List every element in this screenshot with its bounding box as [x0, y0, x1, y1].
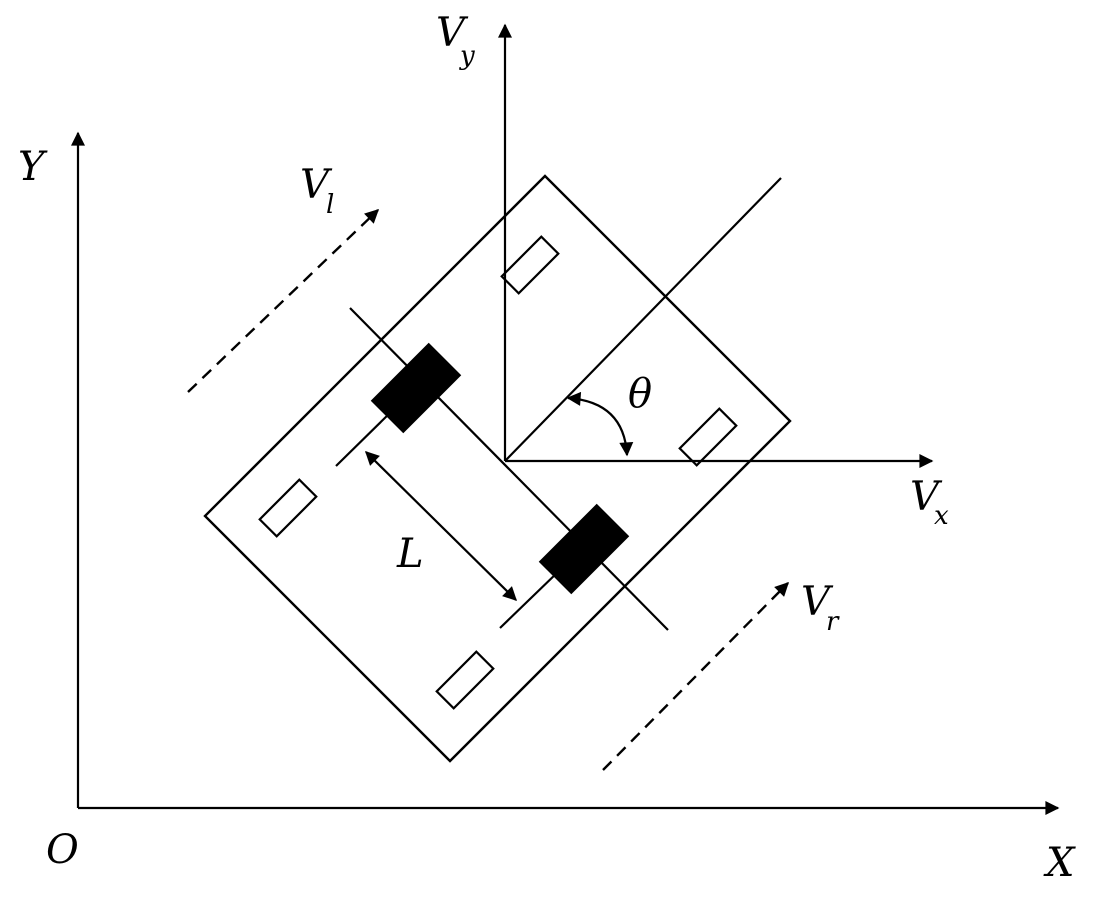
length-label: L	[396, 531, 424, 577]
caster-wheel-bottom	[435, 650, 495, 710]
svg-text:V: V	[910, 474, 943, 520]
svg-text:V: V	[801, 579, 834, 625]
svg-text:r: r	[826, 607, 840, 637]
caster-wheel-right	[678, 407, 738, 467]
svg-text:l: l	[326, 190, 334, 220]
vr-label: V r	[801, 579, 840, 637]
right-wheel-guide	[499, 569, 561, 629]
y-axis-label: Y	[18, 144, 48, 190]
vy-label: V y	[436, 10, 475, 71]
svg-text:x: x	[934, 501, 949, 531]
caster-wheel-top	[500, 235, 560, 295]
origin-label: O	[46, 827, 79, 873]
left-drive-wheel	[370, 342, 462, 434]
heading-line	[504, 177, 782, 462]
left-wheel-guide	[335, 407, 396, 467]
x-axis-label: X	[1043, 840, 1076, 886]
left-velocity-arrow	[187, 209, 380, 393]
robot-body	[203, 174, 792, 763]
right-velocity-arrow	[602, 582, 789, 771]
wheel-axle	[349, 307, 669, 631]
theta-arc	[566, 391, 634, 457]
length-dimension-arrow	[365, 451, 517, 601]
svg-text:y: y	[459, 41, 475, 71]
theta-label: θ	[628, 371, 652, 417]
right-drive-wheel	[538, 503, 630, 595]
svg-text:V: V	[300, 162, 333, 208]
caster-wheel-left	[258, 478, 318, 538]
vl-label: V l	[300, 162, 334, 220]
svg-text:V: V	[436, 10, 469, 56]
vx-label: V x	[910, 474, 949, 531]
